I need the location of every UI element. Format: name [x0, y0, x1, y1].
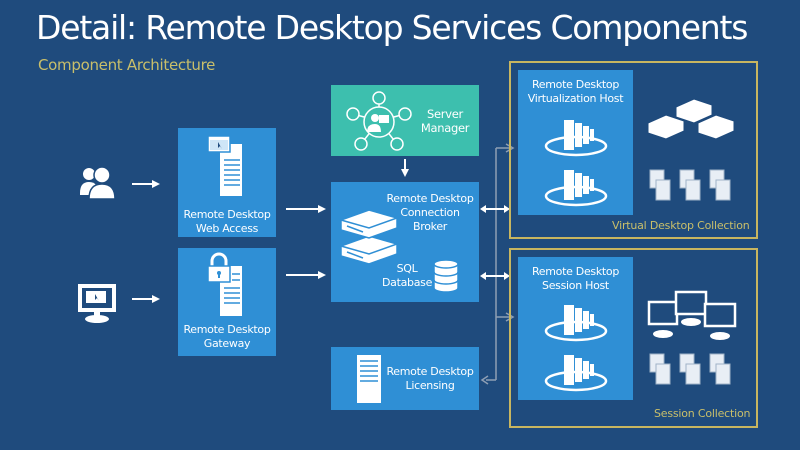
virtual-desktop-collection[interactable] — [509, 61, 758, 239]
database-icon — [433, 259, 459, 293]
arrow-server-manager-to-broker — [401, 159, 409, 177]
licensing-label-2: Licensing — [405, 379, 455, 392]
broker-servers-icon — [338, 209, 400, 265]
sql-label-2: Database — [381, 276, 433, 289]
web-access-box[interactable]: Remote Desktop Web Access — [178, 128, 276, 237]
office-documents-icon — [649, 353, 731, 385]
session-collection-label: Session Collection — [654, 407, 751, 420]
licensing-label-1: Remote Desktop — [386, 365, 474, 378]
virtualization-host-box[interactable]: Remote Desktop Virtualization Host — [518, 70, 633, 215]
server-manager-label-2: Manager — [420, 121, 470, 135]
session-server-icon — [544, 305, 608, 342]
page-subtitle: Component Architecture — [38, 56, 216, 74]
arrow-gateway-to-broker — [286, 271, 326, 279]
session-host-box[interactable]: Remote Desktop Session Host — [518, 257, 633, 400]
web-access-label-2: Web Access — [195, 222, 259, 235]
virtualization-host-label-2: Virtualization Host — [527, 92, 624, 105]
broker-label-1: Remote Desktop — [386, 192, 474, 205]
session-host-label-1: Remote Desktop — [531, 265, 620, 278]
session-server-icon — [544, 355, 608, 392]
server-manager-box[interactable]: Server Manager — [331, 85, 479, 156]
web-server-icon — [207, 135, 242, 196]
office-documents-icon — [649, 169, 731, 201]
session-host-label-2: Session Host — [542, 279, 609, 292]
arrow-users-to-web-access — [132, 180, 160, 188]
server-manager-label-1: Server — [427, 107, 463, 121]
licensing-box[interactable]: Remote Desktop Licensing — [331, 347, 479, 410]
server-manager-hub-icon — [346, 91, 412, 151]
licensing-server-icon — [357, 355, 381, 403]
monitor-icon — [78, 284, 116, 323]
broker-label-3: Broker — [412, 220, 448, 233]
gateway-box[interactable]: Remote Desktop Gateway — [178, 248, 276, 356]
virtual-server-icon — [544, 170, 608, 207]
arrow-web-access-to-broker — [286, 205, 326, 213]
gateway-label-1: Remote Desktop — [183, 323, 271, 336]
sql-database[interactable]: SQL Database — [377, 262, 437, 290]
virtualization-host-label-1: Remote Desktop — [531, 78, 620, 91]
session-collection[interactable] — [509, 248, 758, 428]
page-title: Detail: Remote Desktop Services Componen… — [36, 8, 748, 47]
arrow-broker-virtualization — [480, 205, 510, 213]
virtual-server-icon — [544, 120, 608, 157]
sql-label-1: SQL — [396, 262, 418, 275]
broker-label-2: Connection — [400, 206, 460, 219]
virtual-desktop-collection-label: Virtual Desktop Collection — [612, 219, 750, 232]
connection-broker-box[interactable]: Remote Desktop Connection Broker SQL Dat… — [331, 182, 479, 302]
arrow-broker-session — [480, 272, 510, 280]
session-desktops-icon — [647, 290, 737, 340]
virtual-machines-icon — [647, 98, 735, 140]
gateway-lock-server-icon — [207, 252, 242, 316]
users-icon — [80, 166, 116, 200]
gateway-label-2: Gateway — [203, 337, 251, 350]
licensing-connector — [480, 143, 515, 385]
web-access-label-1: Remote Desktop — [183, 208, 271, 221]
arrow-client-to-gateway — [132, 295, 160, 303]
